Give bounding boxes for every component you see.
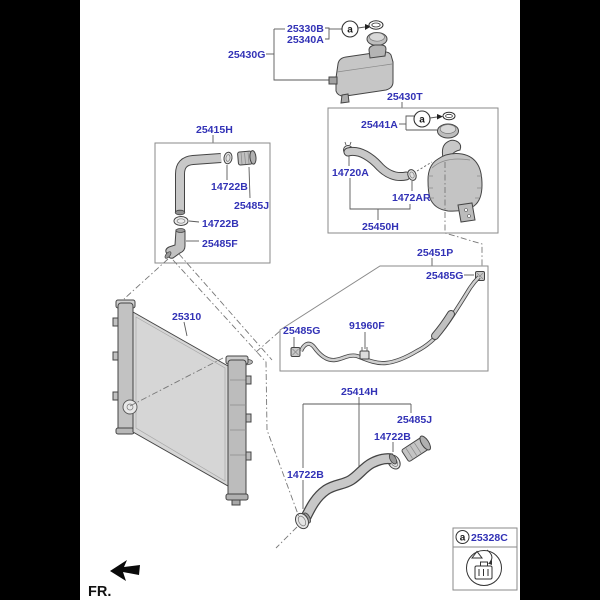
leader-lines [348,115,437,220]
part-label-25451P[interactable]: 25451P [417,247,453,259]
legend-callout-a: a [460,533,466,544]
reservoir-group: a [228,20,394,104]
clamp-icon [173,216,189,226]
clamp-icon [223,151,233,165]
part-label-25430G[interactable]: 25430G [228,49,265,61]
oring-icon [442,111,456,121]
hose-illustration [301,453,398,524]
part-label-25330B[interactable]: 25330B [287,23,324,35]
reservoir-tank-illustration [328,44,394,104]
fr-label: FR. [88,584,111,600]
part-label-25450H[interactable]: 25450H [362,221,399,233]
part-label-25485J-upper[interactable]: 25485J [234,200,269,212]
arrow-icon [357,24,371,30]
expansion-tank-illustration [427,139,483,223]
part-label-25485G-left[interactable]: 25485G [283,325,320,337]
callout-a-circle [413,110,431,128]
part-label-25485G-right[interactable]: 25485G [426,270,463,282]
leader-lines [302,397,412,509]
oring-icon [368,20,384,30]
part-label-91960F[interactable]: 91960F [349,320,385,332]
upper-hose-box-group: 25415H [154,124,271,264]
radiator-group: 25310 [112,299,253,506]
drain-plug-icon [122,399,138,415]
fitting-illustration [237,150,257,166]
callout-a: a [419,115,425,126]
tank-cap-illustration [437,123,459,139]
reservoir-cap-illustration [366,32,388,46]
part-label-25340A[interactable]: 25340A [287,34,324,46]
arrow-icon [429,114,443,120]
legend-box [452,527,518,591]
reservoir-tank-box-group: 25430T a [327,91,499,234]
bracket-clip-icon [359,347,370,360]
group-box [279,265,489,372]
part-label-14722B-lower-left[interactable]: 14722B [287,469,324,481]
pipe-illustration [299,275,481,366]
assembly-connector-lines [123,162,483,549]
callout-a-circle [455,530,470,544]
leader-lines [186,165,251,242]
part-label-25415H[interactable]: 25415H [196,124,233,136]
lower-hose-group: 25414H [287,386,432,530]
part-label-14722B-mid[interactable]: 14722B [202,218,239,230]
part-label-1472AR[interactable]: 1472AR [392,192,431,204]
parts-diagram-canvas: a [80,0,520,600]
part-label-14722B-top[interactable]: 14722B [211,181,248,193]
hose-illustration [174,153,222,216]
group-box [327,107,499,234]
part-label-25485J-lower[interactable]: 25485J [397,414,432,426]
fr-indicator-group: FR. [88,560,140,600]
part-label-14722B-lower-right[interactable]: 14722B [374,431,411,443]
part-label-25441A[interactable]: 25441A [361,119,398,131]
legend-group: a 25328C [452,527,518,591]
cooling-system-diagram: a [88,20,518,600]
group-box [154,142,271,264]
part-label-25328C[interactable]: 25328C [471,532,508,544]
clamp-icon [407,169,417,181]
elbow-fitting-illustration [164,228,186,259]
degas-hose-box-group: 25451P 25485G 25485G [279,247,489,372]
callout-a-circle [341,20,359,38]
radiator-illustration [112,299,253,506]
part-label-14720A[interactable]: 14720A [332,167,369,179]
callout-a: a [347,25,353,36]
fitting-illustration [401,435,431,462]
caution-label-icon [466,549,502,586]
part-label-25485F[interactable]: 25485F [202,238,238,250]
hose-illustration [343,146,411,181]
leader-lines [266,27,342,81]
part-label-25430T[interactable]: 25430T [387,91,423,103]
part-label-25310[interactable]: 25310 [172,311,201,323]
clamp-icon [295,512,309,530]
fr-direction-arrow-icon [110,560,140,581]
part-label-25414H[interactable]: 25414H [341,386,378,398]
clamp-icon [290,347,301,357]
